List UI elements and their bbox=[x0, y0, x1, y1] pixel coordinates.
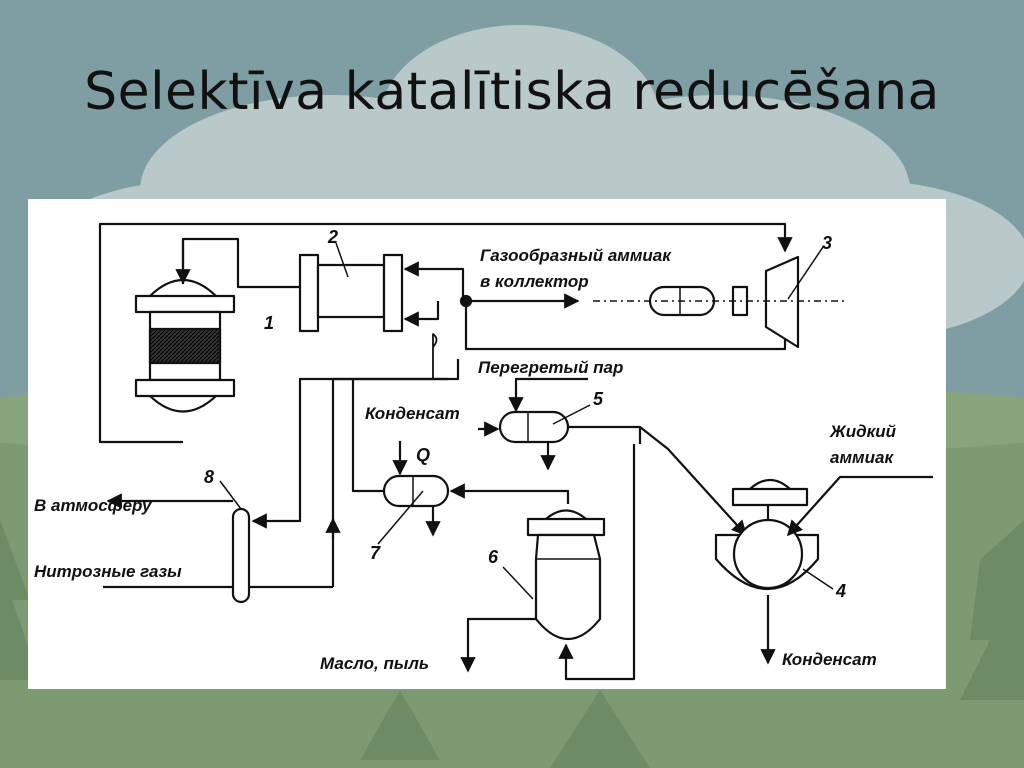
leader-4 bbox=[802, 568, 834, 590]
leader-7 bbox=[377, 490, 424, 545]
superheated-steam-pipe bbox=[508, 377, 588, 413]
absorber-8 bbox=[231, 507, 251, 604]
ammonia-evaporator-4 bbox=[714, 478, 820, 591]
process-diagram: 2 3 1 5 8 Q 7 6 4 Газообразный аммиак в … bbox=[34, 222, 933, 681]
leader-8 bbox=[219, 480, 242, 510]
label-number-6: 6 bbox=[488, 547, 499, 567]
label-number-8: 8 bbox=[204, 467, 214, 487]
leader-3 bbox=[787, 246, 824, 300]
reactor-1 bbox=[134, 278, 236, 413]
label-superheated-steam: Перегретый пар bbox=[478, 358, 623, 377]
pipe-to-reactor bbox=[181, 237, 300, 289]
evaporator-5 bbox=[498, 410, 570, 444]
label-to-atmosphere: В атмосферу bbox=[34, 496, 153, 515]
leader-5 bbox=[552, 404, 591, 425]
heater-7 bbox=[382, 474, 450, 508]
label-gas-ammonia-line2: в коллектор bbox=[480, 272, 589, 291]
label-condensate-out: Конденсат bbox=[782, 650, 877, 669]
label-liquid-ammonia-line1: Жидкий bbox=[829, 422, 897, 441]
label-condensate-in: Конденсат bbox=[365, 404, 460, 423]
top-loop-pipe bbox=[98, 222, 793, 444]
label-liquid-ammonia-line2: аммиак bbox=[830, 448, 894, 467]
label-number-2: 2 bbox=[327, 227, 338, 247]
label-number-4: 4 bbox=[835, 581, 846, 601]
tree-shape bbox=[0, 520, 1024, 768]
label-number-5: 5 bbox=[593, 389, 604, 409]
label-oil-dust: Масло, пыль bbox=[320, 654, 429, 673]
process-diagram-panel: 2 3 1 5 8 Q 7 6 4 Газообразный аммиак в … bbox=[28, 199, 946, 689]
leader-6 bbox=[502, 566, 534, 600]
label-gas-ammonia-line1: Газообразный аммиак bbox=[480, 246, 672, 265]
label-number-7: 7 bbox=[370, 543, 381, 563]
separator-6 bbox=[526, 509, 606, 641]
leader-2 bbox=[335, 242, 349, 278]
label-number-1: 1 bbox=[264, 313, 274, 333]
oil-dust-pipe bbox=[460, 617, 536, 673]
compressor-3 bbox=[648, 255, 800, 349]
slide-title: Selektīva katalītiska reducēšana bbox=[84, 62, 940, 122]
label-number-3: 3 bbox=[822, 233, 832, 253]
label-nitrous-gases: Нитрозные газы bbox=[34, 562, 182, 581]
label-q: Q bbox=[416, 445, 430, 465]
liquid-ammonia-inlet bbox=[786, 475, 933, 537]
heat-exchanger-2 bbox=[298, 253, 404, 333]
pipe-nitrous-return bbox=[331, 359, 460, 587]
